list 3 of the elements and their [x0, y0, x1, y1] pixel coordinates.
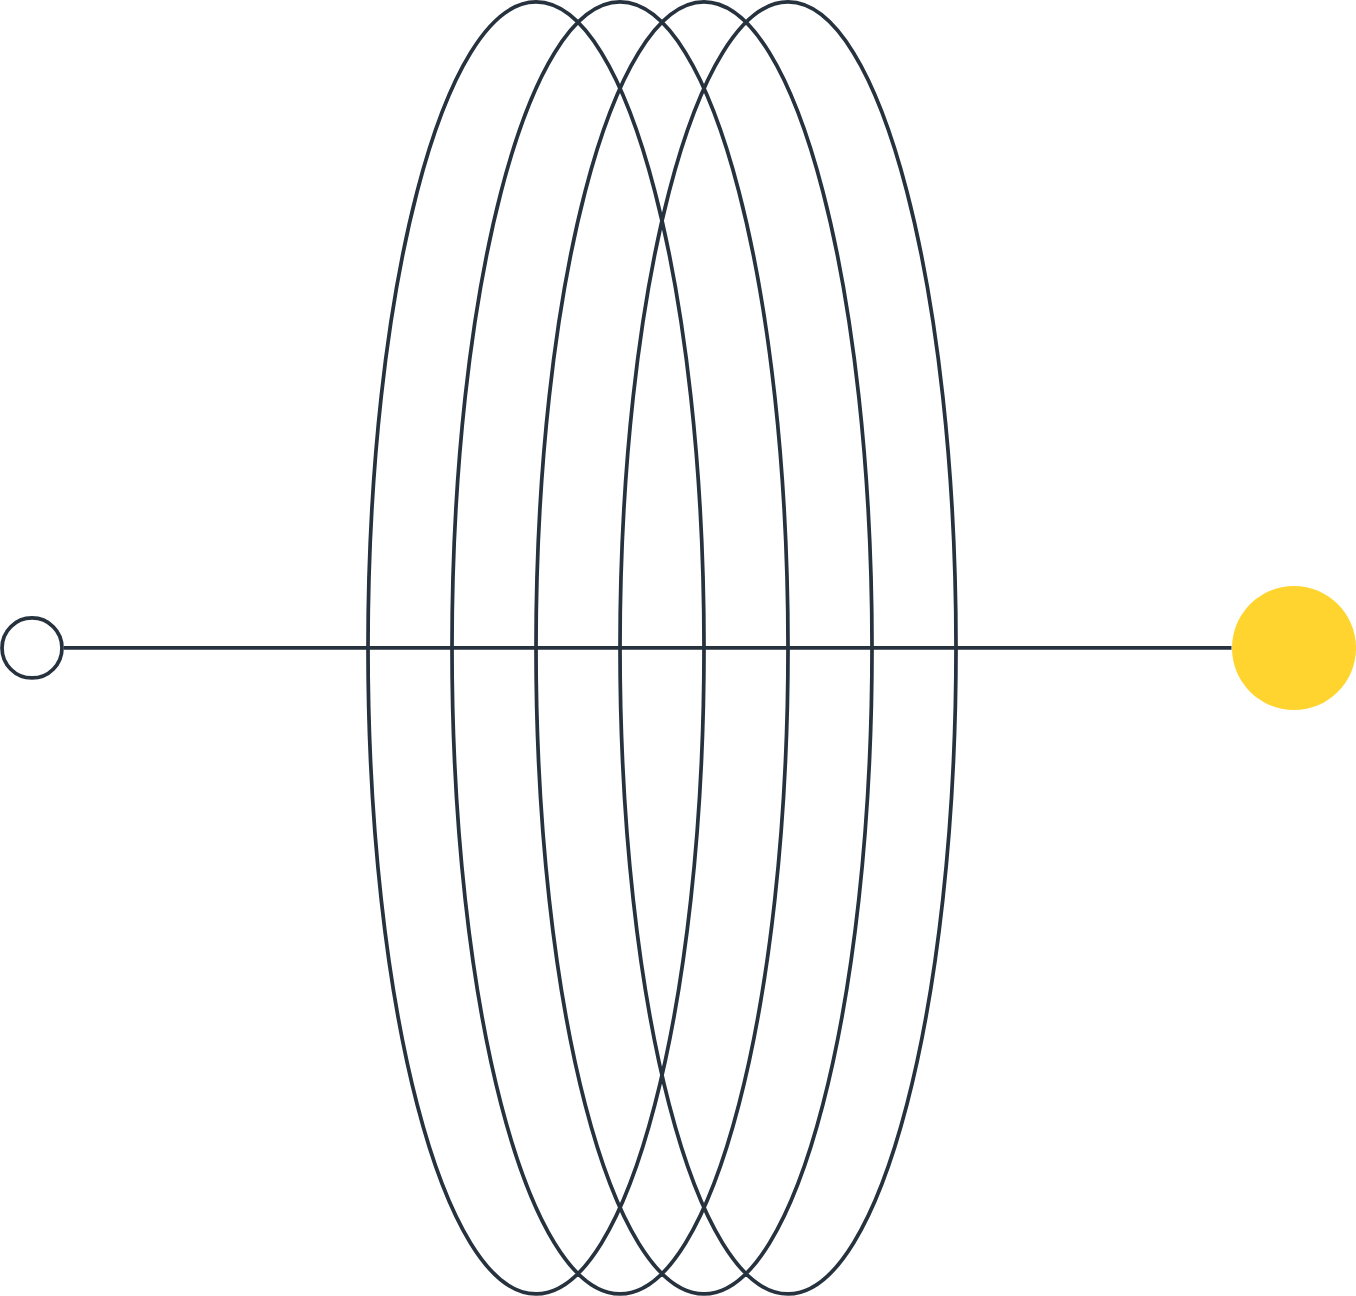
ring — [0, 616, 64, 680]
dot — [1232, 586, 1356, 710]
connector-line — [63, 646, 1232, 650]
